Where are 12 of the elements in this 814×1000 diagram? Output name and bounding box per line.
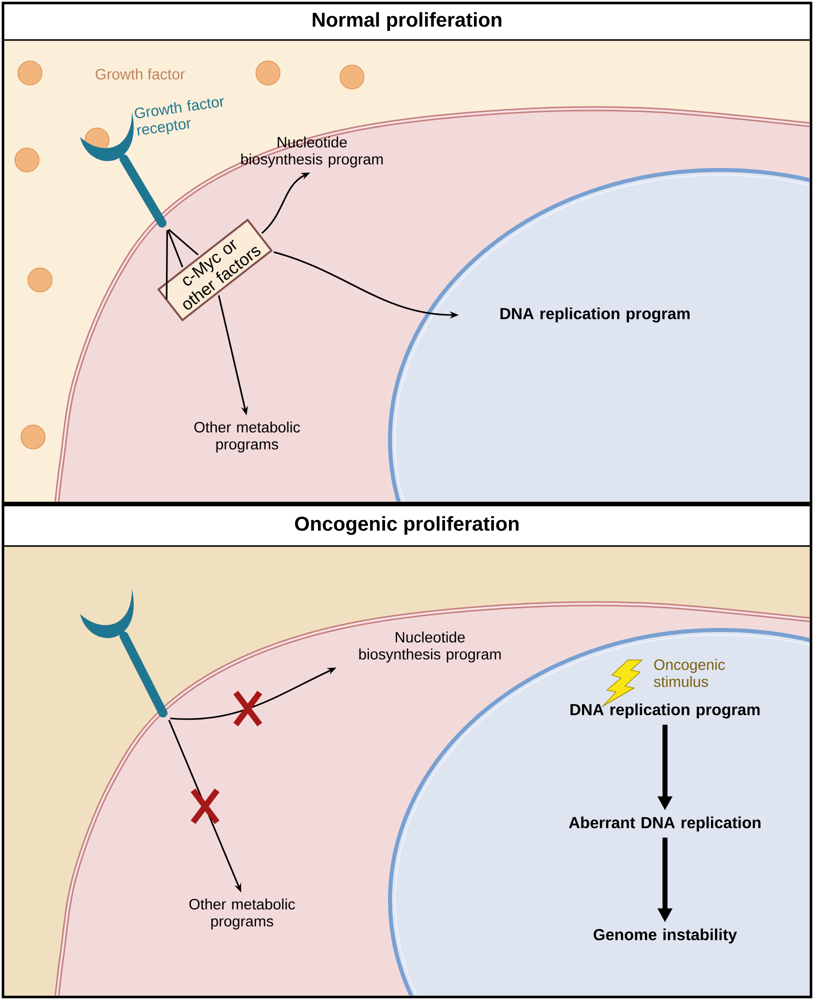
text-label: DNA replication program [570,704,760,718]
label: Growth factor [96,68,185,80]
receptor-drawing [80,589,168,718]
text-label: Other metabolic programs [194,422,300,452]
text-label: Aberrant DNA replication [568,816,760,832]
text-label: Nucleotide biosynthesis program [359,632,501,662]
label: Oncogenic stimulus [654,659,725,687]
text-label: Other metabolic programs [189,898,295,930]
text-label: DNA replication program [500,308,690,322]
text-label: Genome instability [594,928,737,944]
receptor-label: Growth factor receptor [134,98,224,136]
text-label: Nucleotide biosynthesis program [241,136,383,168]
